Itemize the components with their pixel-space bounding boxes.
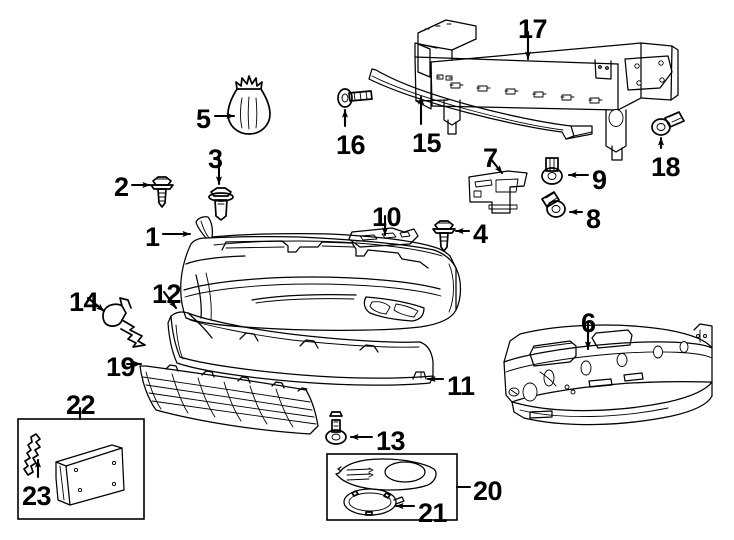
- callout-label-22: 22: [66, 390, 96, 420]
- part-4-hex-bolt: [432, 220, 456, 252]
- part-6-energy-absorber: [503, 323, 713, 426]
- callout-label-2: 2: [114, 172, 129, 202]
- callout-label-21: 21: [418, 498, 448, 528]
- callout-label-16: 16: [336, 130, 366, 160]
- callout-label-4: 4: [473, 219, 488, 249]
- callout-label-11: 11: [447, 371, 475, 401]
- part-13-screw: [325, 411, 347, 445]
- callout-label-6: 6: [581, 308, 596, 338]
- part-17-reinforcement-beam: [414, 19, 679, 161]
- callout-label-18: 18: [651, 152, 681, 182]
- callout-leaders: [34, 30, 665, 510]
- part-9-flange-bolt: [541, 157, 563, 185]
- part-14-tow-hook-cover: [102, 297, 146, 348]
- part-3-push-pin: [208, 187, 234, 221]
- part-5-hardware-bag: [227, 75, 271, 135]
- callout-label-5: 5: [196, 104, 211, 134]
- part-19-lower-grille: [139, 364, 319, 435]
- callout-label-7: 7: [483, 143, 498, 173]
- callout-label-13: 13: [376, 426, 406, 456]
- callout-label-10: 10: [372, 202, 402, 232]
- part-16-flange-bolt: [337, 88, 373, 108]
- leader-12: [162, 290, 178, 310]
- part-15-upper-filler-bar: [368, 68, 593, 140]
- callout-label-17: 17: [518, 14, 548, 44]
- callout-label-19: 19: [106, 352, 136, 382]
- leader-14: [86, 296, 106, 313]
- part-7-mounting-bracket: [468, 170, 528, 214]
- part-8-flange-bolt: [541, 191, 566, 218]
- callout-label-20: 20: [473, 476, 503, 506]
- part-2-hex-bolt: [150, 176, 174, 208]
- part-10-plate-bracket: [348, 227, 419, 248]
- callout-label-1: 1: [145, 222, 160, 252]
- callout-label-23: 23: [22, 481, 52, 511]
- callout-label-3: 3: [208, 144, 223, 174]
- callout-label-12: 12: [152, 279, 182, 309]
- callout-label-9: 9: [592, 165, 607, 195]
- callout-label-15: 15: [412, 128, 442, 158]
- callout-label-8: 8: [586, 204, 601, 234]
- callout-label-14: 14: [69, 287, 99, 317]
- part-12-lower-valance: [167, 311, 434, 386]
- part-18-flange-bolt: [651, 111, 685, 136]
- leader-7: [488, 156, 504, 175]
- part-1-bumper-cover: [180, 216, 462, 331]
